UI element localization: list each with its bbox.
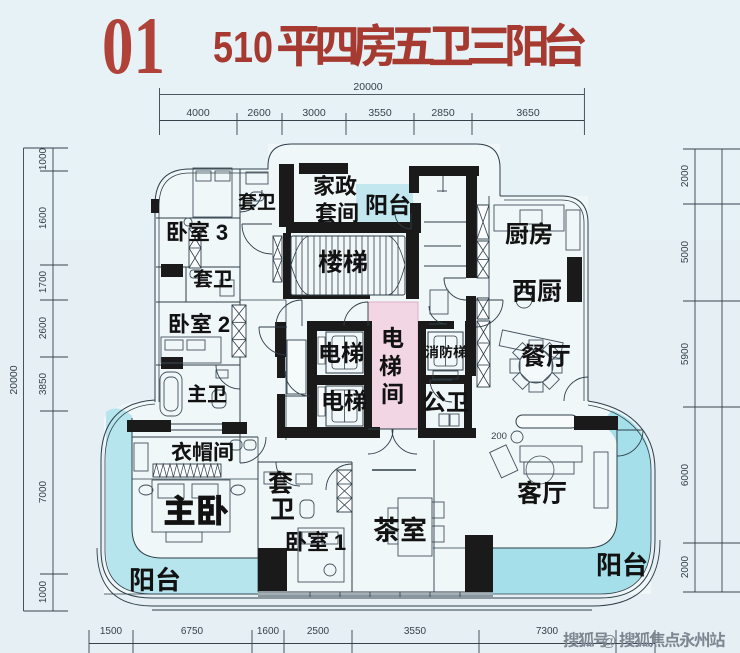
svg-text:6750: 6750	[181, 626, 204, 637]
svg-text:1: 1	[334, 530, 346, 555]
svg-text:1600: 1600	[38, 206, 49, 229]
svg-text:200: 200	[491, 431, 507, 442]
svg-text:20000: 20000	[8, 365, 20, 394]
svg-text:3550: 3550	[404, 626, 427, 637]
svg-text:6000: 6000	[680, 463, 691, 486]
svg-text:7000: 7000	[38, 480, 49, 503]
svg-text:1000: 1000	[38, 147, 49, 170]
svg-text:2: 2	[218, 312, 230, 337]
svg-text:3: 3	[216, 220, 228, 245]
svg-text:3650: 3650	[516, 107, 540, 119]
svg-text:5900: 5900	[680, 342, 691, 365]
svg-text:3850: 3850	[38, 372, 49, 395]
svg-text:2000: 2000	[680, 555, 691, 578]
svg-text:3000: 3000	[302, 107, 326, 119]
svg-text:5000: 5000	[680, 240, 691, 263]
svg-text:1600: 1600	[257, 626, 280, 637]
svg-text:20000: 20000	[353, 81, 382, 93]
svg-text:510: 510	[213, 23, 273, 72]
svg-text:1500: 1500	[100, 626, 123, 637]
svg-text:1000: 1000	[38, 580, 49, 603]
svg-text:2500: 2500	[307, 626, 330, 637]
svg-text:2600: 2600	[38, 316, 49, 339]
svg-text:2850: 2850	[431, 107, 455, 119]
svg-text:2000: 2000	[680, 164, 691, 187]
svg-text:3550: 3550	[368, 107, 392, 119]
svg-text:01: 01	[102, 0, 165, 91]
svg-text:2600: 2600	[247, 107, 271, 119]
svg-text:7300: 7300	[536, 626, 559, 637]
svg-text:4000: 4000	[186, 107, 210, 119]
svg-text:@: @	[601, 633, 616, 650]
svg-text:1700: 1700	[38, 270, 49, 293]
